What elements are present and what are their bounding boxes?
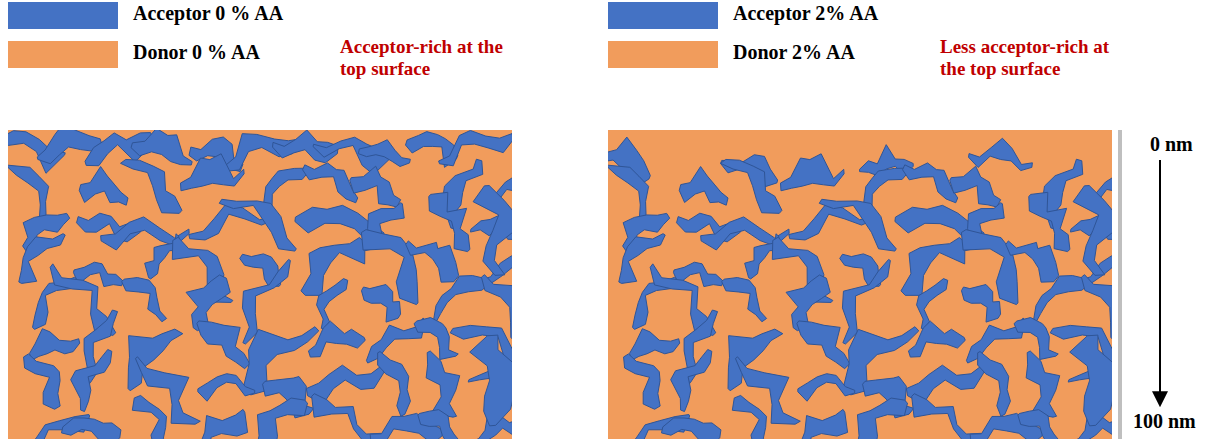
acceptor-domain: [797, 321, 850, 369]
acceptor-domain: [912, 394, 982, 439]
acceptor-domain: [361, 285, 400, 323]
acceptor-domain: [406, 241, 459, 282]
donor-matrix: [608, 130, 1112, 439]
legend-label: Acceptor 0 % AA: [133, 2, 283, 25]
acceptor-domain: [470, 335, 512, 426]
acceptor-domain: [671, 350, 712, 412]
acceptor-domain: [30, 329, 80, 361]
acceptor-domain: [735, 357, 800, 424]
acceptor-domain: [1070, 335, 1112, 426]
acceptor-domain: [219, 199, 296, 251]
legend-swatch: [608, 41, 718, 68]
acceptor-domain: [24, 354, 61, 409]
acceptor-domain: [1033, 276, 1091, 325]
acceptor-domain: [624, 354, 661, 409]
acceptor-domain: [121, 159, 182, 213]
acceptor-domain: [908, 321, 965, 357]
legend-swatch: [8, 41, 118, 68]
acceptor-domain: [198, 374, 255, 402]
acceptor-domain: [1026, 351, 1060, 417]
legend-label: Acceptor 2% AA: [733, 2, 878, 25]
annotation-note: Acceptor-rich at the top surface: [340, 36, 515, 80]
acceptor-domain: [798, 374, 855, 402]
acceptor-domain: [312, 394, 382, 439]
donor-matrix: [8, 130, 512, 439]
acceptor-domain: [780, 154, 844, 191]
acceptor-domain: [135, 357, 200, 424]
depth-bar: [1118, 130, 1122, 439]
acceptor-domain: [857, 398, 908, 439]
acceptor-domain: [842, 259, 890, 344]
acceptor-domain: [131, 130, 192, 165]
acceptor-domain: [426, 351, 460, 417]
acceptor-domain: [132, 395, 169, 439]
acceptor-domain: [71, 350, 112, 412]
legend-swatch: [608, 2, 718, 29]
acceptor-domain: [358, 140, 410, 167]
annotation-note: Less acceptor-rich at the top surface: [940, 36, 1125, 80]
acceptor-domain: [978, 352, 1011, 417]
acceptor-domain: [308, 321, 365, 357]
acceptor-domain: [917, 279, 948, 330]
acceptor-domain: [721, 159, 782, 213]
acceptor-domain: [350, 166, 401, 207]
acceptor-domain: [630, 329, 680, 361]
acceptor-domain: [722, 278, 767, 322]
acceptor-domain: [969, 138, 1033, 170]
legend-swatch: [8, 2, 118, 29]
acceptor-domain: [433, 276, 491, 325]
acceptor-domain: [950, 166, 1001, 207]
acceptor-domain: [661, 418, 720, 439]
acceptor-domain: [418, 410, 459, 439]
acceptor-domain: [317, 279, 348, 330]
legend-label: Donor 0 % AA: [133, 41, 260, 64]
acceptor-domain: [242, 259, 290, 344]
acceptor-domain: [1018, 410, 1059, 439]
acceptor-domain: [378, 352, 411, 417]
acceptor-domain: [679, 167, 728, 206]
acceptor-domain: [257, 398, 308, 439]
acceptor-domain: [903, 163, 958, 203]
acceptor-domain: [197, 321, 250, 369]
acceptor-domain: [61, 418, 120, 439]
depth-arrow: [1159, 160, 1161, 404]
legend-label: Donor 2% AA: [733, 41, 855, 64]
acceptor-domain: [819, 199, 896, 251]
acceptor-domain: [1014, 318, 1058, 360]
acceptor-domain: [180, 154, 244, 191]
acceptor-domain: [414, 318, 458, 360]
acceptor-domain: [794, 409, 847, 439]
acceptor-domain: [79, 167, 128, 206]
acceptor-domain: [303, 163, 358, 203]
acceptor-domain: [122, 278, 167, 322]
acceptor-domain: [473, 186, 512, 276]
acceptor-domain: [961, 285, 1000, 323]
acceptor-domain: [194, 409, 247, 439]
depth-label: 0 nm: [1150, 133, 1193, 156]
depth-label: 100 nm: [1133, 410, 1196, 433]
acceptor-domain: [732, 395, 769, 439]
acceptor-domain: [439, 130, 512, 165]
acceptor-domain: [1073, 186, 1112, 276]
acceptor-domain: [1006, 241, 1059, 282]
